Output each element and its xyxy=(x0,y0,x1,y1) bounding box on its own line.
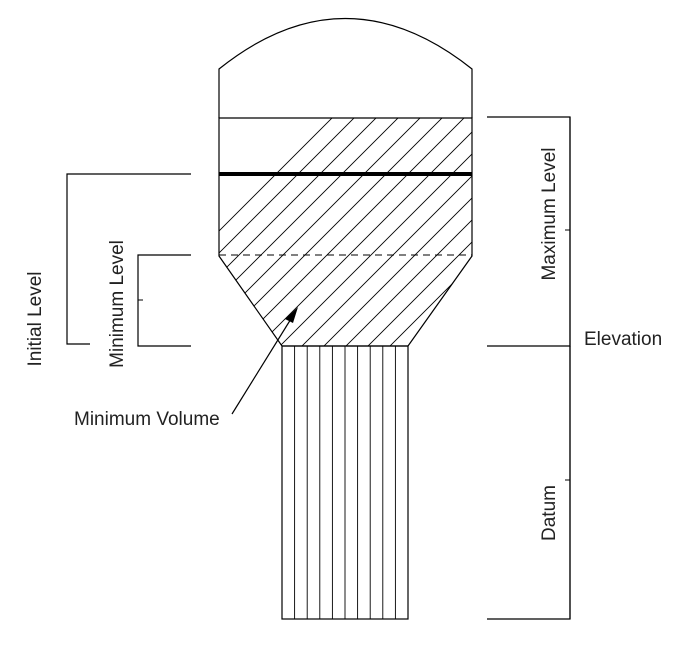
hatch-line xyxy=(451,118,472,346)
hatch-line xyxy=(275,118,472,346)
hatch-line xyxy=(363,118,472,346)
hatch-line xyxy=(219,118,351,346)
pipe-stripes xyxy=(294,346,396,619)
label-minimum-volume: Minimum Volume xyxy=(74,409,220,430)
minimum-volume-arrow-line xyxy=(231,313,295,415)
hatch-line xyxy=(219,118,395,346)
minimum-level-bracket xyxy=(137,254,191,347)
minimum-volume-arrowhead xyxy=(285,307,298,323)
label-maximum-level: Maximum Level xyxy=(539,147,560,280)
label-initial-level: Initial Level xyxy=(25,271,46,366)
hatch-line xyxy=(219,118,373,346)
label-elevation: Elevation xyxy=(584,329,662,350)
label-minimum-level: Minimum Level xyxy=(107,240,128,368)
initial-level-bracket xyxy=(66,173,191,345)
hatch-line xyxy=(319,118,472,346)
liquid-hatching xyxy=(219,100,690,350)
hatch-line xyxy=(385,118,472,346)
tank-dome xyxy=(218,17,473,118)
hatch-line xyxy=(474,100,690,350)
hatch-line xyxy=(496,100,690,350)
datum-bracket xyxy=(487,346,571,620)
hatch-line xyxy=(231,118,472,346)
hatch-line xyxy=(253,118,472,346)
hatch-line xyxy=(219,118,417,346)
hatch-line xyxy=(297,118,472,346)
hatch-line xyxy=(341,118,472,346)
label-datum: Datum xyxy=(539,485,560,541)
tank-body-outline xyxy=(218,117,473,347)
